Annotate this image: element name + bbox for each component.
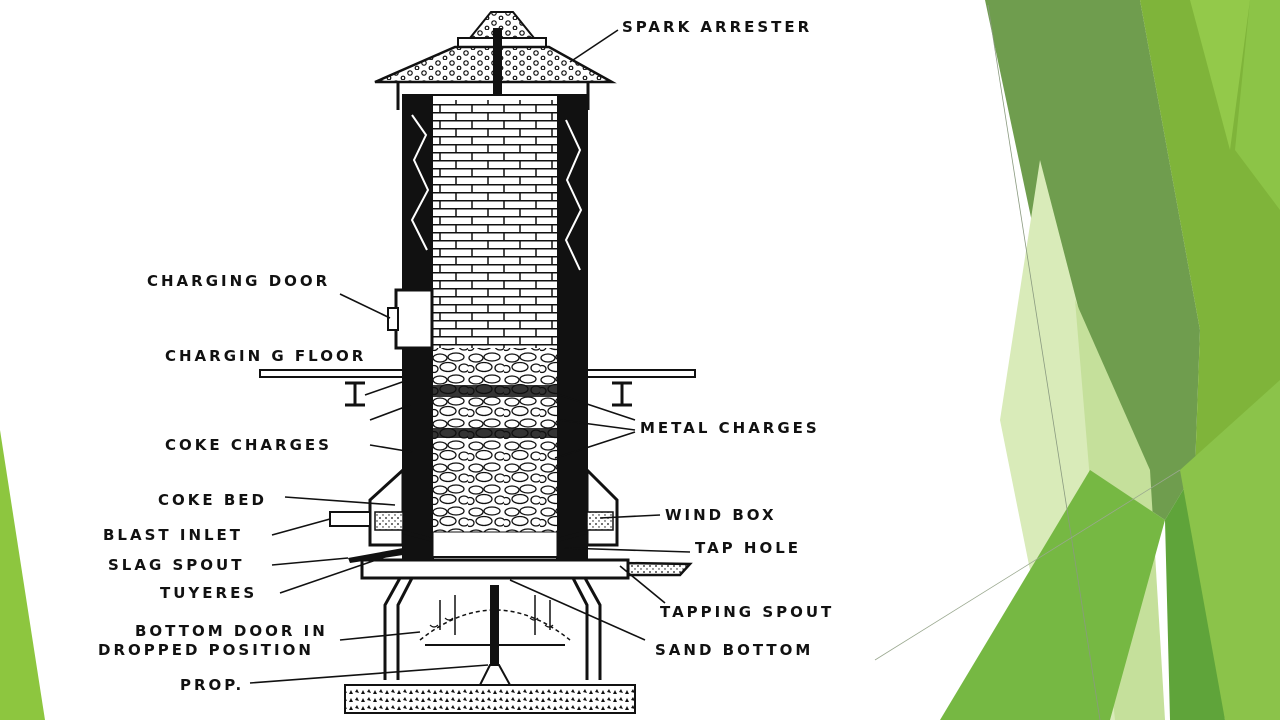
accent-shape-lower-right xyxy=(1180,380,1280,720)
label-prop: PROP. xyxy=(180,676,244,694)
blast-inlet-pipe xyxy=(329,511,371,527)
accent-shape-top xyxy=(1190,0,1250,150)
prop xyxy=(479,585,511,686)
label-slag-spout: SLAG SPOUT xyxy=(108,556,244,574)
label-charging-floor: CHARGIN G FLOOR xyxy=(165,347,366,365)
label-coke-charges: COKE CHARGES xyxy=(165,436,332,454)
metal-charges-area xyxy=(433,348,557,544)
label-bottom-door-line1: BOTTOM DOOR IN xyxy=(135,622,328,640)
accent-shape-top-right xyxy=(1235,0,1280,210)
label-spark-arrester: SPARK ARRESTER xyxy=(622,18,812,36)
tuyeres xyxy=(402,530,588,542)
label-tapping-spout: TAPPING SPOUT xyxy=(660,603,834,621)
tap-hole xyxy=(557,547,587,552)
label-bottom-door-line2: DROPPED POSITION xyxy=(98,641,314,659)
label-coke-bed: COKE BED xyxy=(158,491,267,509)
label-charging-door: CHARGING DOOR xyxy=(147,272,330,290)
label-tap-hole: TAP HOLE xyxy=(695,539,801,557)
accent-shape-lower xyxy=(940,470,1165,720)
coke-charge-band xyxy=(433,428,557,438)
charging-floor xyxy=(259,369,696,407)
accent-shape-deep xyxy=(1165,470,1225,720)
support-legs xyxy=(383,577,602,680)
right-lining xyxy=(557,95,587,575)
charging-door xyxy=(387,288,434,350)
label-metal-charges: METAL CHARGES xyxy=(640,419,820,437)
accent-line xyxy=(874,469,1181,661)
accent-line xyxy=(987,4,1101,720)
leader-lines xyxy=(249,29,691,684)
accent-shape-dark xyxy=(985,0,1200,520)
label-blast-inlet: BLAST INLET xyxy=(103,526,243,544)
coke-charge-band xyxy=(433,385,557,397)
left-accent-shape xyxy=(0,430,45,720)
foundation xyxy=(344,684,636,714)
spark-arrester xyxy=(374,11,617,110)
furnace-charges xyxy=(432,348,558,578)
furnace-base-plate xyxy=(360,558,630,580)
label-tuyeres: TUYERES xyxy=(160,584,257,602)
wind-box xyxy=(368,466,619,547)
label-sand-bottom: SAND BOTTOM xyxy=(655,641,813,659)
brick-lining xyxy=(433,100,557,348)
label-wind-box: WIND BOX xyxy=(665,506,777,524)
